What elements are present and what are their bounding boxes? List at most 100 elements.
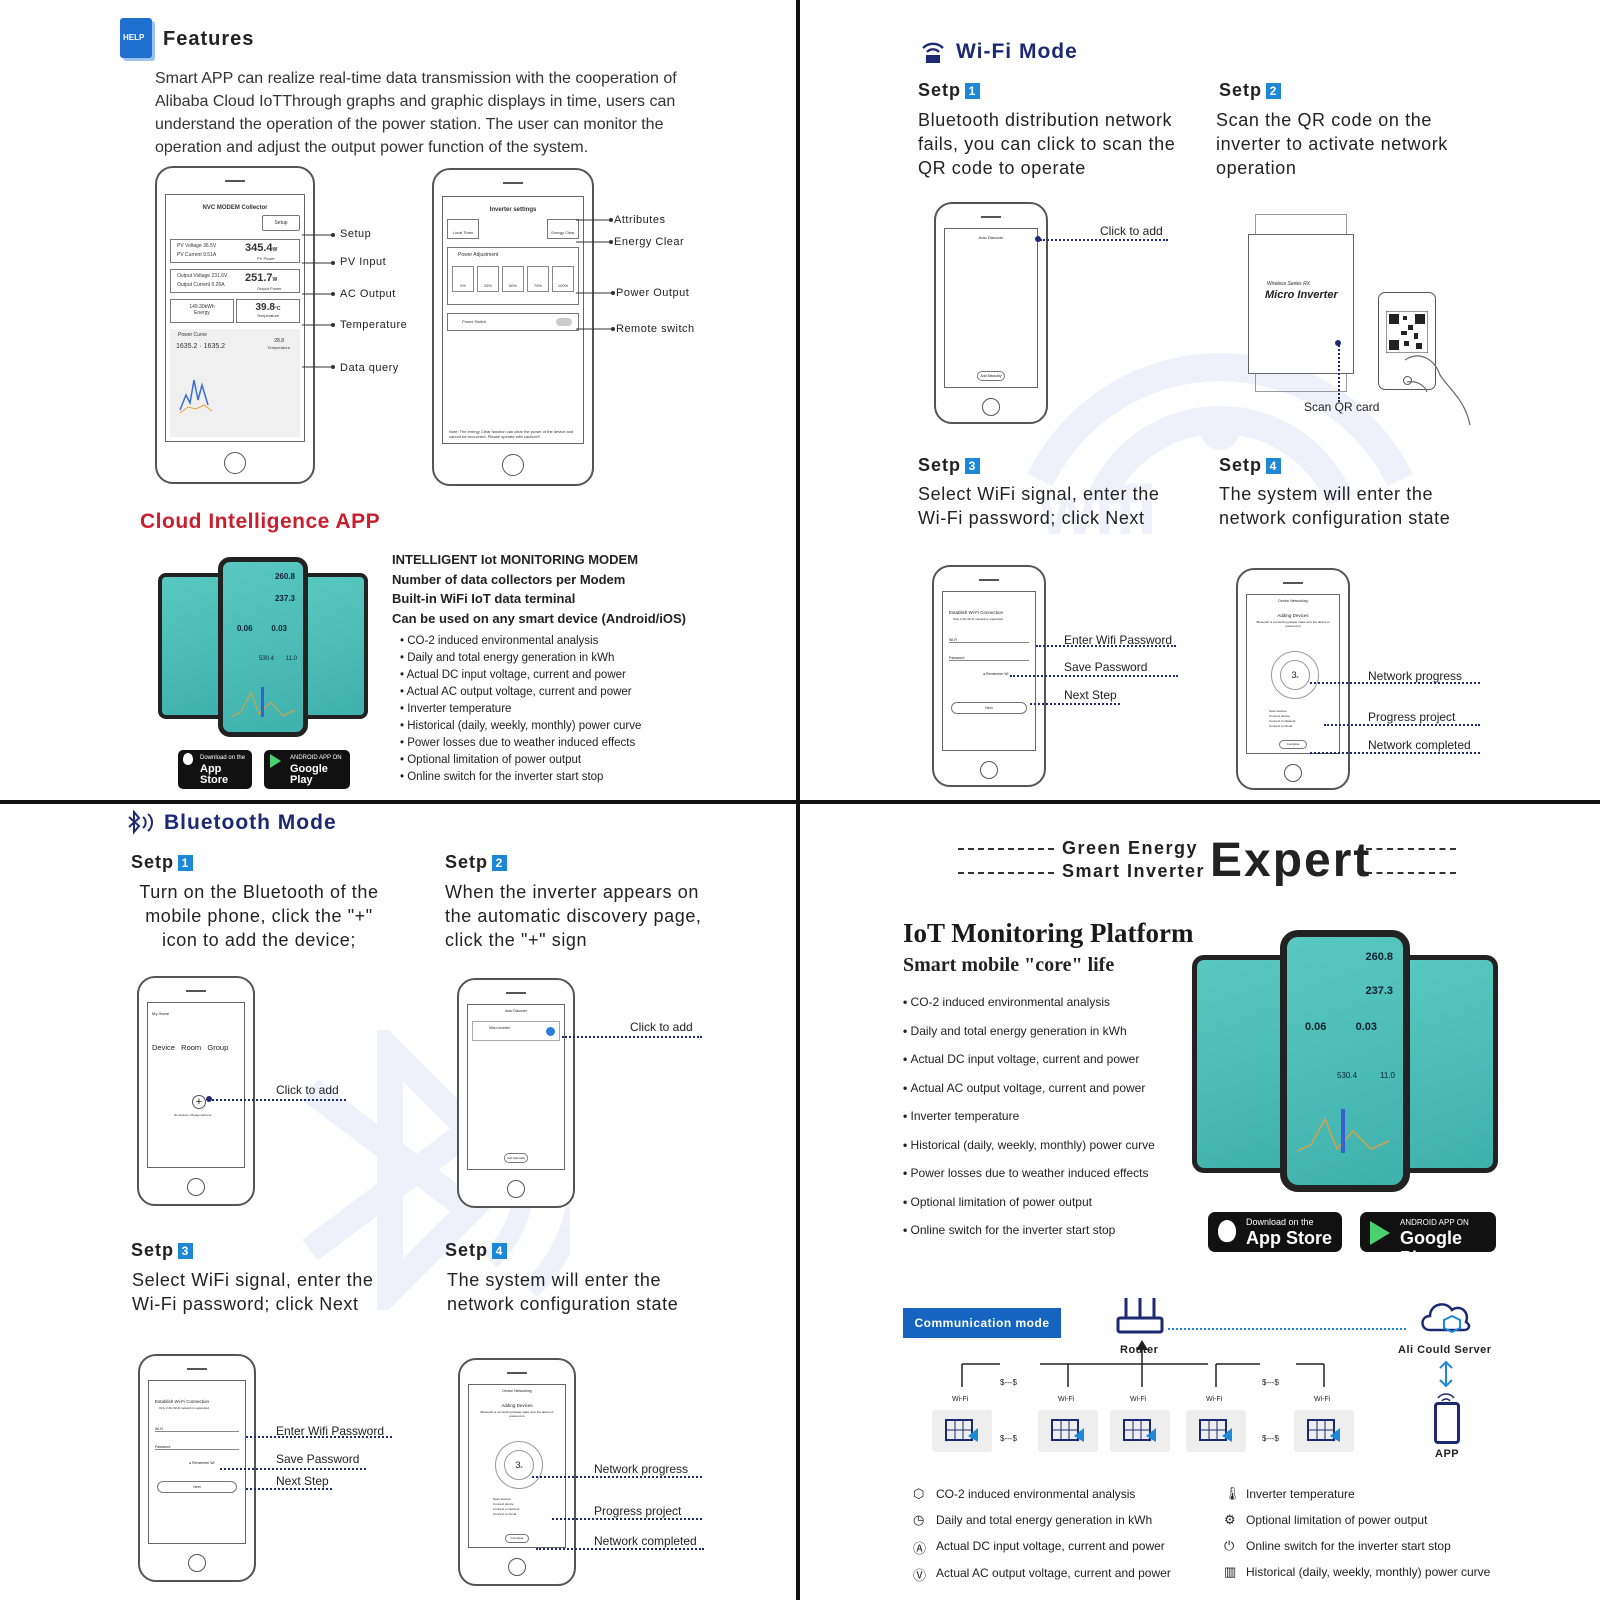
remember-toggle[interactable]: ● Remember Wi [189,1461,215,1465]
iot-app-store-badge[interactable]: Download on the App Store [1208,1212,1342,1252]
power-level-0[interactable]: 0% [452,266,474,292]
solar-panel-icon [1199,1419,1232,1442]
iot-google-play-label: Google Play [1400,1228,1462,1268]
bt-step2-screen: Auto Discover Micro inverter Add Manuall… [467,1004,565,1170]
add-manually-label: Add Manually [980,374,1002,378]
app-label: APP [1435,1448,1460,1460]
power-level-75[interactable]: 75% [527,266,549,292]
cloud-bullet: Power losses due to weather induced effe… [400,735,641,752]
power-level-25[interactable]: 25% [477,266,499,292]
inverter-node-5: Wi-Fi [1294,1396,1354,1452]
bt-click-add-label: Click to add [276,1083,339,1097]
wifi-ssid-field[interactable]: Wi-Fi [155,1427,239,1432]
wifi-pwd-leader [1036,645,1176,647]
add-manually-button[interactable]: Add Manually [977,371,1005,381]
power-curve-box: Power Curve 1635.2 · 1635.2 28.8 Tempera… [170,329,300,437]
inverter-node-3: Wi-Fi [1110,1396,1170,1452]
cloud-headlines: INTELLIGENT Iot MONITORING MODEM Number … [392,550,686,628]
app-store-label: App Store [200,763,229,786]
app-store-badge[interactable]: Download on the App Store [178,750,252,789]
collector-phone: NVC MODEM Collector Setup PV Voltage 36.… [155,166,315,484]
iot-google-play-badge[interactable]: ANDROID APP ON Google Play [1360,1212,1496,1268]
node-wifi-label: Wi-Fi [1130,1396,1147,1403]
add-device-plus-button[interactable]: + [192,1095,206,1109]
power-curve-graphic [179,379,213,414]
power-level-label: 75% [533,283,542,288]
scan-qr-label: Scan QR card [1304,400,1380,414]
energy-value: 149.30kWh [189,304,215,310]
progress-item: Connect to Network [1269,719,1296,723]
scanning-phone[interactable] [1378,292,1436,390]
complete-button[interactable]: Complete [505,1534,529,1543]
node-wifi-label: Wi-Fi [1058,1396,1075,1403]
bt-next-button[interactable]: Next [157,1481,237,1493]
wifi-step1-screen: Auto Discover Add Manually [944,228,1038,388]
bt-progress-project-label: Progress project [594,1504,682,1518]
wifi-password-field[interactable]: Password [949,656,1029,661]
help-book-icon: HELP [120,18,152,58]
iot-bullet: Optional limitation of power output [903,1195,1155,1224]
power-level-label: 100% [557,283,569,288]
bt-add-manually-button[interactable]: Add Manually [504,1153,528,1163]
step-label: Setp [131,1240,175,1260]
bt-save-leader [220,1468,366,1470]
bt-step1-screen: My Home Device Room Group + No devices. … [147,1002,245,1168]
remember-toggle[interactable]: ● Remember Wi [983,672,1009,676]
bt-next-step-label: Next Step [276,1474,329,1488]
phone-home-button [502,454,524,476]
wifi-next-step-label: Next Step [1064,688,1117,702]
inverter-node-4: Wi-Fi [1186,1396,1246,1452]
bt-step3-screen: Establish Wi-Fi Connection Only 2.4G Wi-… [148,1380,246,1544]
complete-button[interactable]: Complete [1279,740,1307,749]
networking-title: Device Networking [502,1389,532,1393]
bottom-feature-right: Online switch for the inverter start sto… [1246,1539,1451,1553]
co2-icon: ⬡ [913,1486,925,1501]
phone-speaker [1283,582,1303,584]
cloud-headline: INTELLIGENT Iot MONITORING MODEM [392,552,639,567]
step-label: Setp [1219,80,1263,100]
energy-clear-button[interactable]: Energy Clear [547,219,579,239]
iot-phone-value-a: 260.8 [1365,951,1393,963]
iot-phone-value-d: 0.03 [1355,1021,1377,1033]
add-manually-label: Add Manually [506,1156,526,1160]
cloud-headline: Can be used on any smart device (Android… [392,610,687,626]
bt-network-progress-leader [532,1476,702,1478]
bottom-feature-right: Historical (daily, weekly, monthly) powe… [1246,1565,1491,1579]
wifi-password-field[interactable]: Password [155,1445,239,1450]
app-wifi-icon [1437,1393,1455,1402]
iot-app-store-small: Download on the [1246,1217,1314,1227]
cloud-phone-value-b: 237.3 [274,594,295,603]
power-switch-toggle[interactable] [556,318,572,326]
phone-speaker [507,1372,527,1374]
power-level-50[interactable]: 50% [502,266,524,292]
tree-gap-1: $---$ [1000,1378,1017,1387]
power-level-100[interactable]: 100% [552,266,574,292]
wifi-watermark-text: wifi [1040,471,1157,549]
bottom-feature-left: Daily and total energy generation in kWh [936,1513,1153,1527]
bt-step2-text: When the inverter appears on the automat… [445,882,702,950]
local-timer-label: Local Timer [452,230,474,235]
discovered-device-row[interactable]: Micro inverter [472,1021,560,1041]
next-button-label: Next [193,1485,201,1489]
setup-btn-label: Setup [274,220,288,226]
google-play-badge[interactable]: ANDROID APP ON Google Play [264,750,350,789]
help-icon-text: HELP [123,33,145,42]
auto-discover-title: Auto Discover [978,235,1004,240]
discovered-device-add-icon[interactable] [546,1027,555,1036]
bt-step2-phone: Auto Discover Micro inverter Add Manuall… [457,978,575,1208]
wifi-ssid-field[interactable]: Wi-Fi [949,638,1029,643]
wifi-next-button[interactable]: Next [951,702,1027,714]
iot-bullet: Inverter temperature [903,1109,1155,1138]
history-chart-icon: ▥ [1224,1564,1237,1579]
power-switch-row[interactable]: Power Switch [447,313,579,331]
solar-panel-icon [1307,1419,1340,1442]
home-tabs[interactable]: Device Room Group [152,1043,229,1052]
pv-current-value: 9.51A [203,252,217,258]
progress-item: Scan devices [1269,709,1287,713]
local-timer-button[interactable]: Local Timer [447,219,479,239]
collector-setup-button[interactable]: Setup [262,215,300,231]
pv-power-value: 345.4 [245,242,273,254]
ac-current-label: Output Current [177,282,211,288]
phone-home-button [982,398,1000,416]
